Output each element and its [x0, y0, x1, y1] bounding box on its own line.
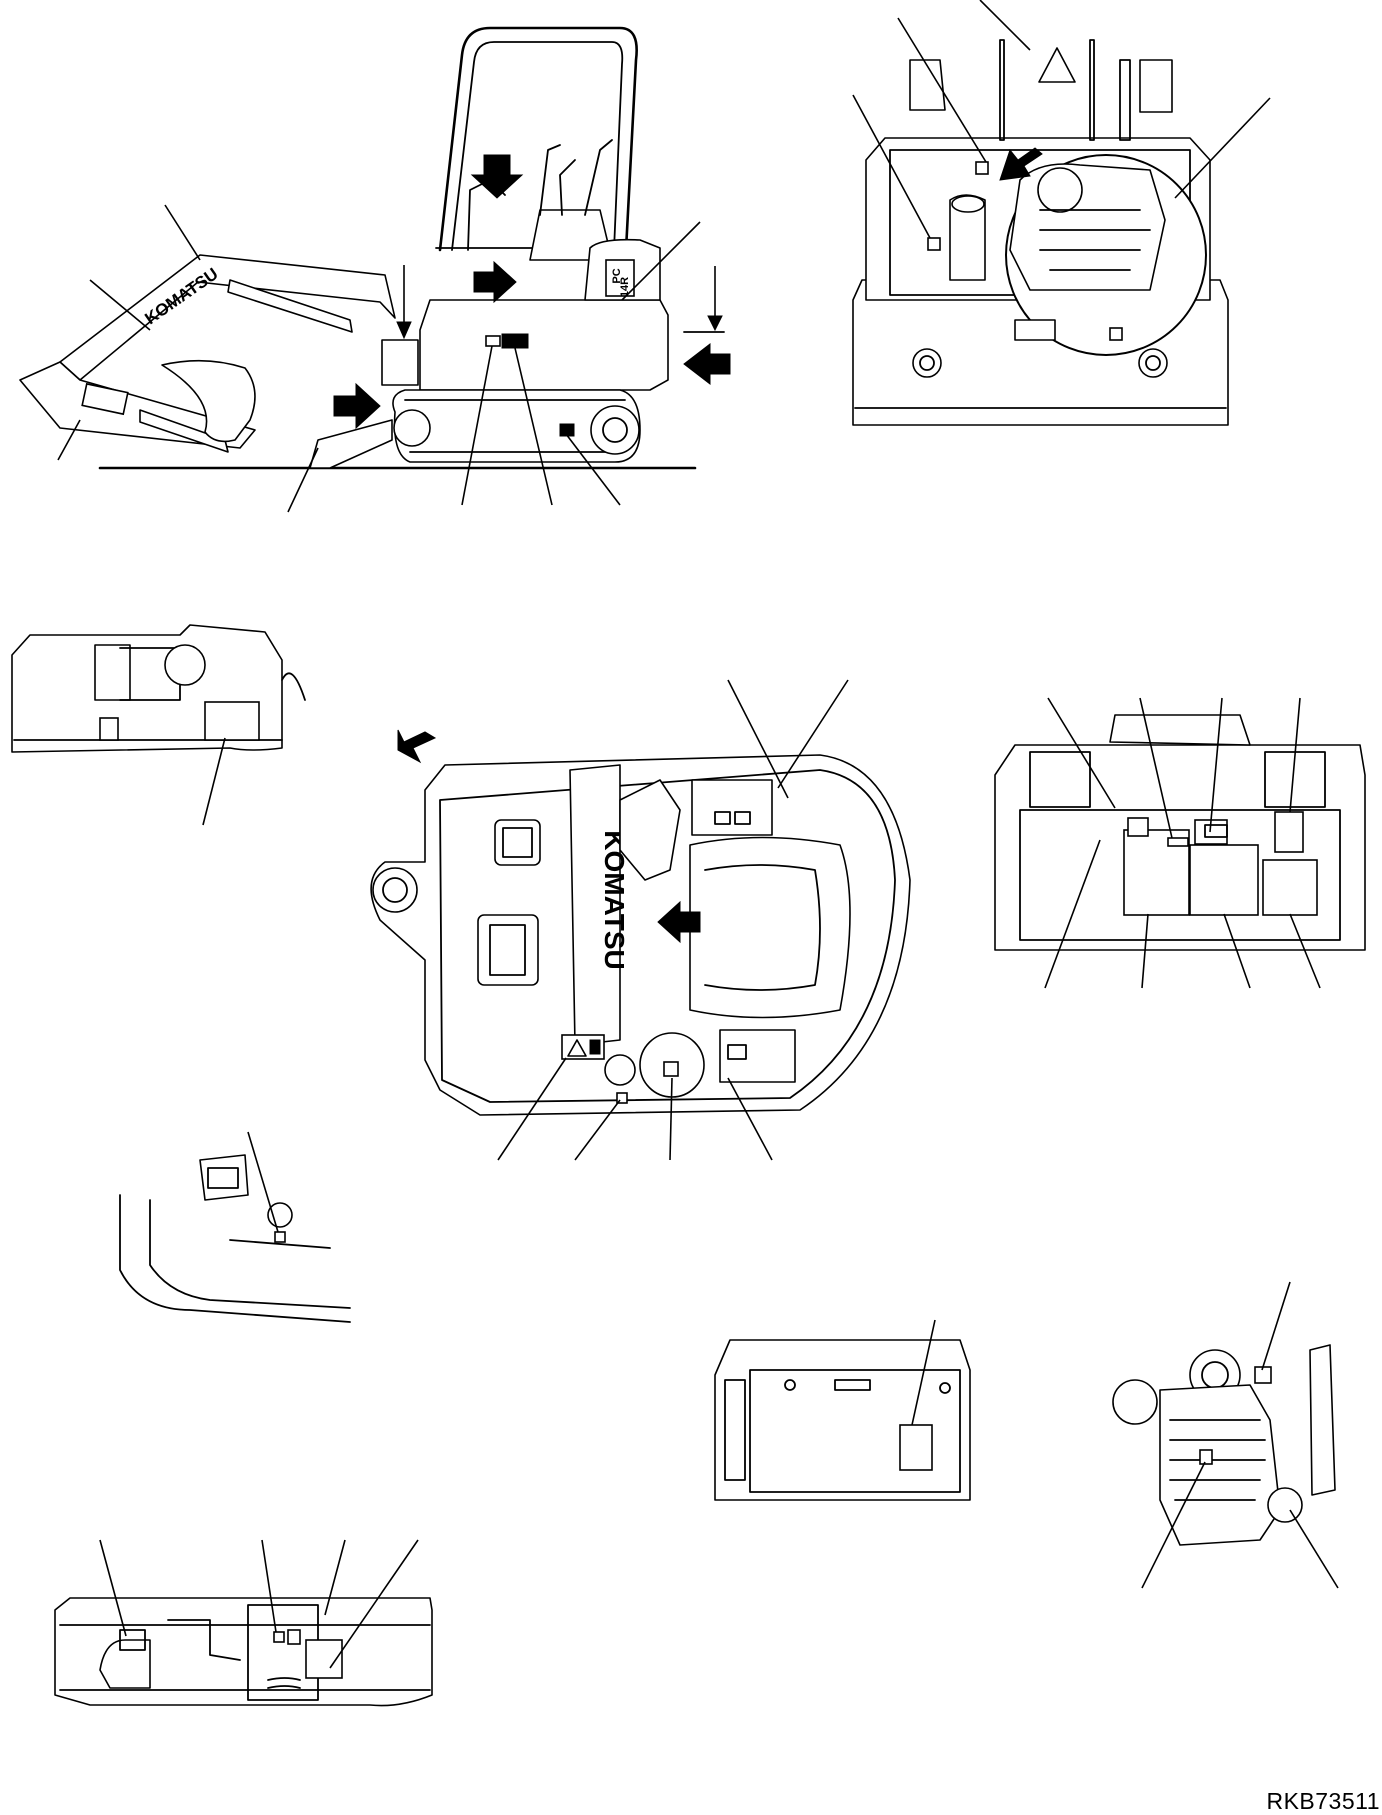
- leader-line: [574, 1099, 621, 1161]
- leader-line: [287, 447, 319, 513]
- leader-line: [911, 1319, 936, 1426]
- label-marker: [975, 161, 989, 175]
- radiator: [1309, 1344, 1336, 1496]
- arm: [19, 361, 256, 449]
- leader-line: [565, 433, 621, 506]
- label-marker: [501, 333, 529, 349]
- leader-line: [497, 1057, 567, 1161]
- engine-detail-view: [1112, 1281, 1339, 1589]
- leader-line: [261, 1539, 277, 1633]
- leader-line: [1141, 913, 1149, 989]
- rear-floor-detail: [119, 1131, 351, 1323]
- view-arrow: [397, 729, 437, 764]
- fuel-cap: [164, 644, 206, 686]
- view-arrow: [333, 382, 381, 430]
- crawler-track: [392, 389, 641, 463]
- boom-cylinder: [227, 279, 353, 333]
- view-arrow: [473, 260, 517, 304]
- view-arrow: [657, 900, 701, 944]
- canopy-frame: [438, 26, 638, 252]
- label-marker: [274, 1231, 286, 1243]
- leader-line: [1223, 913, 1251, 989]
- view-arrow: [470, 154, 524, 199]
- leader-line: [1044, 839, 1101, 989]
- cover-label: [1189, 844, 1259, 916]
- leader-line: [727, 679, 789, 799]
- label-marker: [273, 1631, 285, 1643]
- leader-line: [329, 1539, 419, 1669]
- panel-label: [899, 1424, 933, 1471]
- label-marker: [663, 1061, 679, 1077]
- leader-line: [202, 737, 226, 826]
- upper-structure: [419, 299, 669, 391]
- leader-line: [979, 0, 1031, 51]
- machine-side-view: PC 14R KOMATSU: [19, 26, 731, 513]
- leader-line: [1289, 1509, 1339, 1589]
- cover-label: [305, 1639, 343, 1679]
- view-arrow: [683, 342, 731, 386]
- leader-line: [621, 221, 701, 301]
- leader-line: [461, 345, 493, 506]
- leader-line: [897, 17, 987, 163]
- label-marker: [1199, 1449, 1213, 1465]
- panel-detail-view: [714, 1319, 971, 1501]
- leader-line: [727, 1077, 773, 1161]
- rear-view-engine-open: [852, 0, 1271, 426]
- leader-line: [89, 279, 151, 331]
- warning-triangle-icon: [567, 1039, 587, 1057]
- engine-block: [1159, 1384, 1281, 1546]
- warning-triangle-icon: [1038, 47, 1076, 83]
- leader-line: [1289, 913, 1321, 989]
- leader-line: [777, 679, 849, 789]
- engine-cover: [569, 764, 621, 1046]
- view-arrow: [999, 147, 1043, 181]
- arm-label: [81, 382, 129, 416]
- tank-label: [204, 701, 260, 741]
- engine: [1009, 163, 1166, 291]
- dozer-blade: [309, 419, 393, 469]
- leader-line: [164, 204, 201, 261]
- bottom-cover-view: [54, 1539, 433, 1707]
- leader-line: [57, 419, 81, 461]
- air-cleaner: [1112, 1379, 1158, 1425]
- panel-cover: [714, 1339, 971, 1501]
- leader-line: [1289, 697, 1301, 813]
- operator-seat: [689, 836, 851, 1019]
- leader-line: [852, 94, 931, 239]
- sprocket: [590, 405, 640, 455]
- top-view-operator-deck: KOMATSU: [370, 679, 911, 1161]
- leader-line: [247, 1131, 279, 1233]
- leader-line: [1261, 1281, 1291, 1371]
- bucket: [161, 359, 256, 443]
- label-marker: [1109, 327, 1123, 341]
- model-badge-text-bottom: 14R: [619, 277, 631, 297]
- label-marker: [927, 237, 941, 251]
- leader-line: [1174, 97, 1271, 199]
- floor-outline: [119, 1194, 351, 1323]
- cover-label: [1262, 859, 1318, 916]
- drawing-code: RKB73511: [1266, 1788, 1380, 1814]
- leader-line: [1047, 697, 1116, 809]
- leader-line: [99, 1539, 127, 1637]
- label-marker: [485, 335, 501, 347]
- model-badge-text-top: PC: [611, 268, 623, 283]
- leader-line: [514, 347, 553, 506]
- leader-line: [324, 1539, 346, 1616]
- leader-line: [669, 1077, 673, 1161]
- right-side-cover-view: [994, 697, 1366, 989]
- model-badge: [605, 259, 635, 297]
- leader-line: [1141, 1461, 1206, 1589]
- leader-line: [1139, 697, 1173, 839]
- fuel-tank-side-view: [11, 624, 306, 826]
- leader-line: [1209, 697, 1223, 833]
